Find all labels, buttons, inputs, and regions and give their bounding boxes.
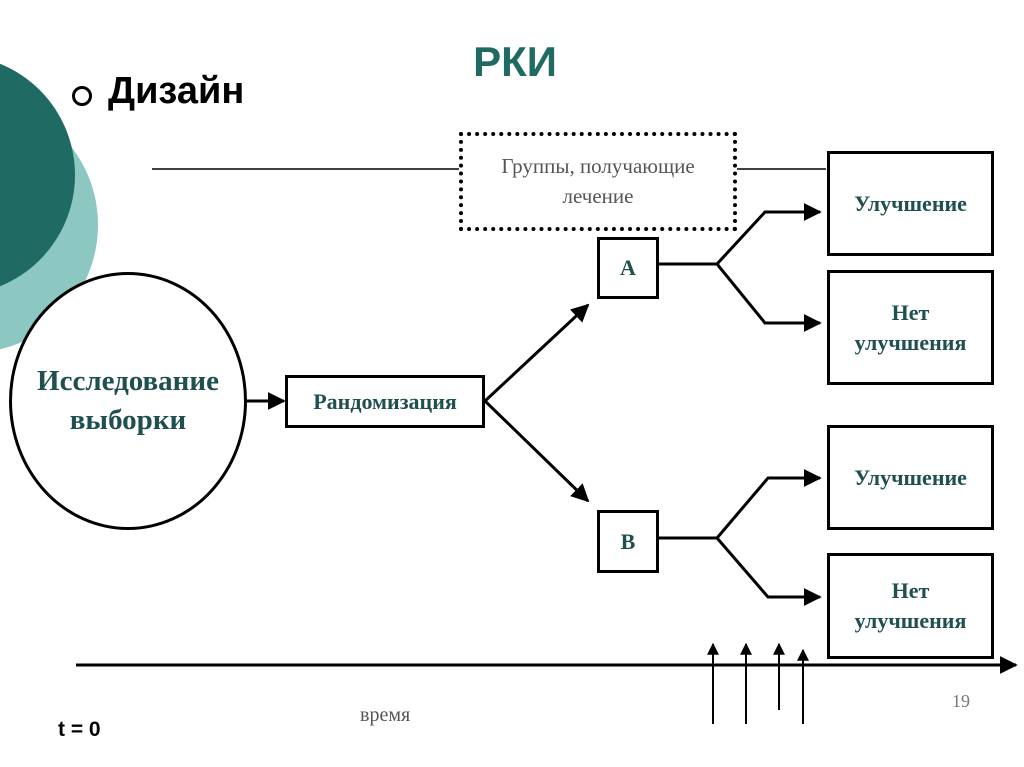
a-no-improvement-node: Нет улучшения (827, 270, 994, 385)
study-population-node: Исследование выборки (9, 272, 247, 530)
branch-a-improvement (659, 203, 822, 266)
bullet-circle-icon (72, 86, 92, 106)
group-b-node: В (597, 510, 659, 573)
page-number: 19 (952, 691, 970, 711)
timeline-start-label: t = 0 (58, 718, 101, 741)
arrow-to-group-b (483, 399, 590, 503)
slide-title: РКИ (473, 38, 557, 85)
group-a-node: А (597, 237, 659, 299)
timeline-label: время (360, 704, 411, 726)
branch-b-no-improvement (715, 537, 822, 606)
b-improvement-node: Улучшение (827, 425, 994, 530)
b-no-improvement-node: Нет улучшения (827, 553, 994, 659)
slide-heading: Дизайн (108, 70, 245, 112)
branch-b-improvement (659, 469, 822, 540)
arrow-to-group-a (483, 303, 590, 403)
treatment-groups-note: Группы, получающие лечение (459, 132, 737, 231)
a-improvement-node: Улучшение (827, 151, 994, 256)
branch-a-no-improvement (715, 263, 822, 332)
randomization-node: Рандомизация (285, 375, 485, 428)
